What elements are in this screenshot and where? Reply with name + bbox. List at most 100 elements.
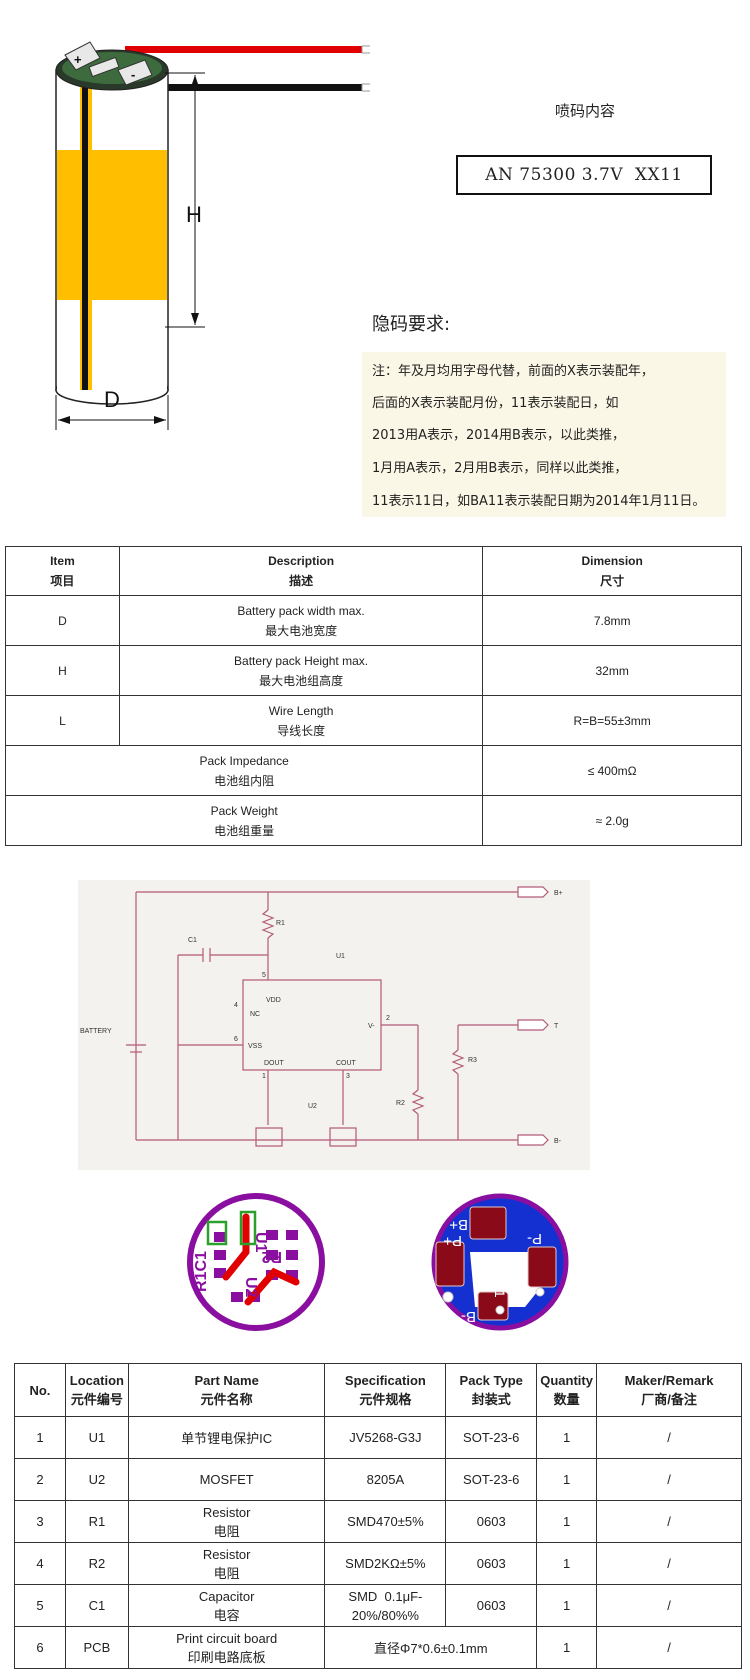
cell-maker: / [596, 1500, 742, 1543]
cell-part-name-cn: 印刷电路底板 [187, 1649, 266, 1665]
tab-minus-label: - [131, 67, 135, 82]
cell-maker: / [596, 1458, 742, 1501]
cell-spec: SMD2KΩ±5% [324, 1542, 447, 1585]
cell-no: 5 [14, 1584, 66, 1627]
label-pin6: 6 [234, 1036, 238, 1043]
table-row: H Battery pack Height max.最大电池组高度 32mm [5, 645, 742, 696]
table-row: 2 U2 MOSFET 8205A SOT-23-6 1 / [14, 1458, 742, 1501]
cell-pack: 0603 [445, 1500, 538, 1543]
note-line: 11表示11日，如BA11表示装配日期为2014年1月11日。 [372, 494, 706, 509]
label-u2: U2 [308, 1103, 317, 1110]
pcb-label-bminus: B- [461, 1308, 476, 1325]
cell-pack: 0603 [445, 1584, 538, 1627]
header-item: Item [50, 554, 75, 568]
cell-part-name: 单节锂电保护IC [127, 1416, 326, 1459]
cell-item: Pack Weight [210, 803, 278, 818]
header-description: Description [268, 554, 335, 568]
hidden-code-note: 注：年及月均用字母代替，前面的X表示装配年， 后面的X表示装配月份，11表示装配… [362, 352, 726, 517]
header-pack-type-cn: 封装式 [471, 1392, 511, 1407]
label-vminus: V- [368, 1023, 375, 1030]
cell-qty: 1 [536, 1458, 598, 1501]
header-quantity-cn: 数量 [553, 1392, 580, 1407]
pcb-label-u2: U2 [242, 1277, 259, 1298]
label-dout: DOUT [264, 1060, 285, 1067]
battery-label-band [57, 150, 167, 300]
label-cout: COUT [336, 1060, 357, 1067]
label-pin3: 3 [346, 1073, 350, 1080]
cell-pack: 0603 [445, 1542, 538, 1585]
header-location: Location [69, 1373, 124, 1388]
positive-tab [64, 41, 101, 71]
note-line: 2013用A表示，2014用B表示，以此类推， [372, 428, 625, 443]
pcb-label-pplus: P+ [443, 1232, 462, 1249]
cell-item: Pack Impedance [199, 753, 289, 768]
label-battery: BATTERY [80, 1028, 112, 1035]
cell-no: 1 [14, 1416, 66, 1459]
battery-drawing: + - H D [55, 41, 370, 430]
red-wire-tip [361, 45, 370, 54]
label-c1: C1 [188, 937, 197, 944]
label-t: T [554, 1023, 559, 1030]
header-quantity: Quantity [540, 1373, 593, 1388]
cell-location: R2 [64, 1542, 129, 1585]
label-bminus: B- [554, 1138, 562, 1145]
black-wire [150, 84, 365, 91]
label-u1: U1 [336, 953, 345, 960]
label-vss: VSS [248, 1043, 262, 1050]
pcb-bottom-layer: B+ P+ B- P- DOAT1 [431, 1193, 569, 1331]
header-part-name-cn: 元件名称 [200, 1392, 253, 1407]
pcb-label-r2: R2 [261, 1248, 282, 1265]
cell-desc: Battery pack Height max. [234, 653, 369, 668]
label-bplus: B+ [554, 890, 563, 897]
pcb-label-u1: U1 [252, 1232, 269, 1253]
cell-item: H [5, 645, 120, 696]
cell-no: 6 [14, 1626, 66, 1669]
cell-qty: 1 [536, 1542, 598, 1585]
header-no: No. [14, 1363, 66, 1417]
cell-desc: Battery pack width max. [237, 603, 365, 618]
cell-dimension: ≤ 400mΩ [482, 745, 742, 796]
cell-item-cn: 电池组重量 [214, 823, 275, 838]
cell-desc-cn: 最大电池组高度 [259, 673, 344, 688]
hidden-code-title: 隐码要求: [372, 314, 451, 335]
cell-maker: / [596, 1542, 742, 1585]
pcb-label-bplus: B+ [449, 1216, 468, 1233]
cell-item: D [5, 595, 120, 646]
header-description-cn: 描述 [289, 574, 314, 588]
table-row: 1 U1 单节锂电保护IC JV5268-G3J SOT-23-6 1 / [14, 1416, 742, 1459]
header-item-cn: 项目 [50, 574, 75, 588]
cell-spec: SMD 0.1μF- [348, 1588, 423, 1604]
pcb-label-code: DOAT1 [492, 1252, 508, 1298]
cell-part-name: Print circuit board [176, 1630, 278, 1646]
negative-tab [117, 59, 153, 86]
spray-code-title: 喷码内容 [555, 102, 616, 120]
note-line: 1月用A表示，2月用B表示，同样以此类推， [372, 461, 628, 476]
cell-part-name-cn: 电阻 [213, 1565, 240, 1581]
cell-qty: 1 [536, 1626, 598, 1669]
cell-location: U1 [64, 1416, 129, 1459]
note-line: 注：年及月均用字母代替，前面的X表示装配年， [372, 364, 654, 379]
cell-part-name-cn: 电容 [213, 1607, 240, 1623]
cell-maker: / [596, 1584, 742, 1627]
label-nc: NC [250, 1011, 260, 1018]
header-dimension-cn: 尺寸 [600, 574, 625, 588]
cell-location: C1 [64, 1584, 129, 1627]
cell-desc-cn: 导线长度 [277, 723, 326, 738]
label-pin5: 5 [262, 972, 266, 979]
cell-dimension: R=B=55±3mm [482, 695, 742, 746]
note-line: 后面的X表示装配月份，11表示装配日，如 [372, 396, 619, 411]
cell-desc-cn: 最大电池宽度 [265, 623, 338, 638]
cell-pack: SOT-23-6 [445, 1458, 538, 1501]
cell-desc: Wire Length [268, 703, 334, 718]
cell-spec: 8205A [324, 1458, 447, 1501]
cell-part-name-cn: 电阻 [213, 1523, 240, 1539]
cell-spec: SMD470±5% [324, 1500, 447, 1543]
cell-location: PCB [64, 1626, 129, 1669]
pcb-top-layer: R1C1 R2 U1 U2 [187, 1193, 325, 1331]
